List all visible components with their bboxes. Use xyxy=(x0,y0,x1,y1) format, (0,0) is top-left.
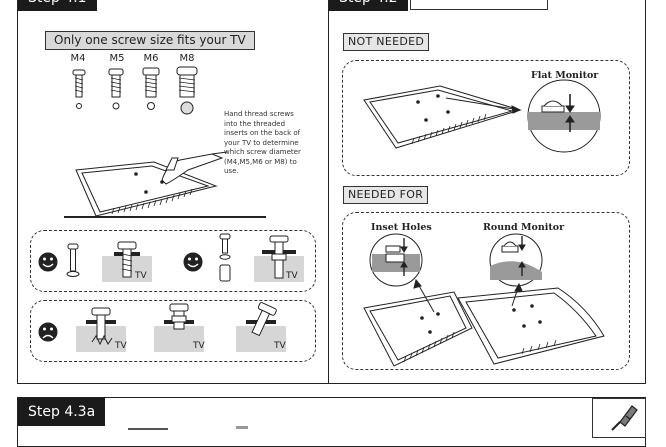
correct-fit-illustrations xyxy=(38,233,304,282)
bottom-diagram-fragment xyxy=(128,428,168,430)
step-4-3a-panel xyxy=(17,397,646,447)
needed-for-label: NEEDED FOR xyxy=(343,186,429,204)
screw-label-m5: M5 xyxy=(109,53,125,64)
screw-size-title: Only one screw size fits your TV xyxy=(45,31,255,50)
bottom-diagram-fragment-2 xyxy=(236,426,248,429)
tv-label-2: TV xyxy=(286,271,298,281)
tv-label-3: TV xyxy=(115,341,127,351)
correct-fit-box xyxy=(30,230,316,292)
inset-holes-label: Inset Holes xyxy=(371,222,432,233)
not-needed-label: NOT NEEDED xyxy=(343,33,430,51)
screw-label-m6: M6 xyxy=(143,53,159,64)
screw-instructions-text: Hand thread screws into the threaded ins… xyxy=(224,110,301,175)
screw-label-m4: M4 xyxy=(70,53,86,64)
flat-monitor-box xyxy=(342,60,630,176)
needed-for-box xyxy=(342,212,630,370)
tv-label-4: TV xyxy=(193,341,205,351)
screwdriver-icon xyxy=(611,405,638,431)
tv-label-5: TV xyxy=(274,341,286,351)
step-4-2-title-box xyxy=(410,0,548,10)
flat-monitor-illustration xyxy=(363,79,601,153)
needed-for-illustration xyxy=(363,233,605,367)
incorrect-fit-illustrations xyxy=(38,302,286,352)
tv-back-hand-illustration xyxy=(75,151,228,217)
table-line xyxy=(64,216,266,218)
screw-set-illustration xyxy=(72,66,198,115)
incorrect-fit-box xyxy=(30,300,316,362)
step-4-1-header: Step 4.1 xyxy=(18,0,97,11)
step-4-3a-header: Step 4.3a xyxy=(18,398,106,426)
flat-monitor-label: Flat Monitor xyxy=(531,70,599,81)
screw-label-m8: M8 xyxy=(179,53,195,64)
tv-label-1: TV xyxy=(135,271,147,281)
round-monitor-label: Round Monitor xyxy=(483,222,565,233)
step-4-2-header: Step 4.2 xyxy=(329,0,408,11)
tool-icon-box xyxy=(592,398,646,438)
